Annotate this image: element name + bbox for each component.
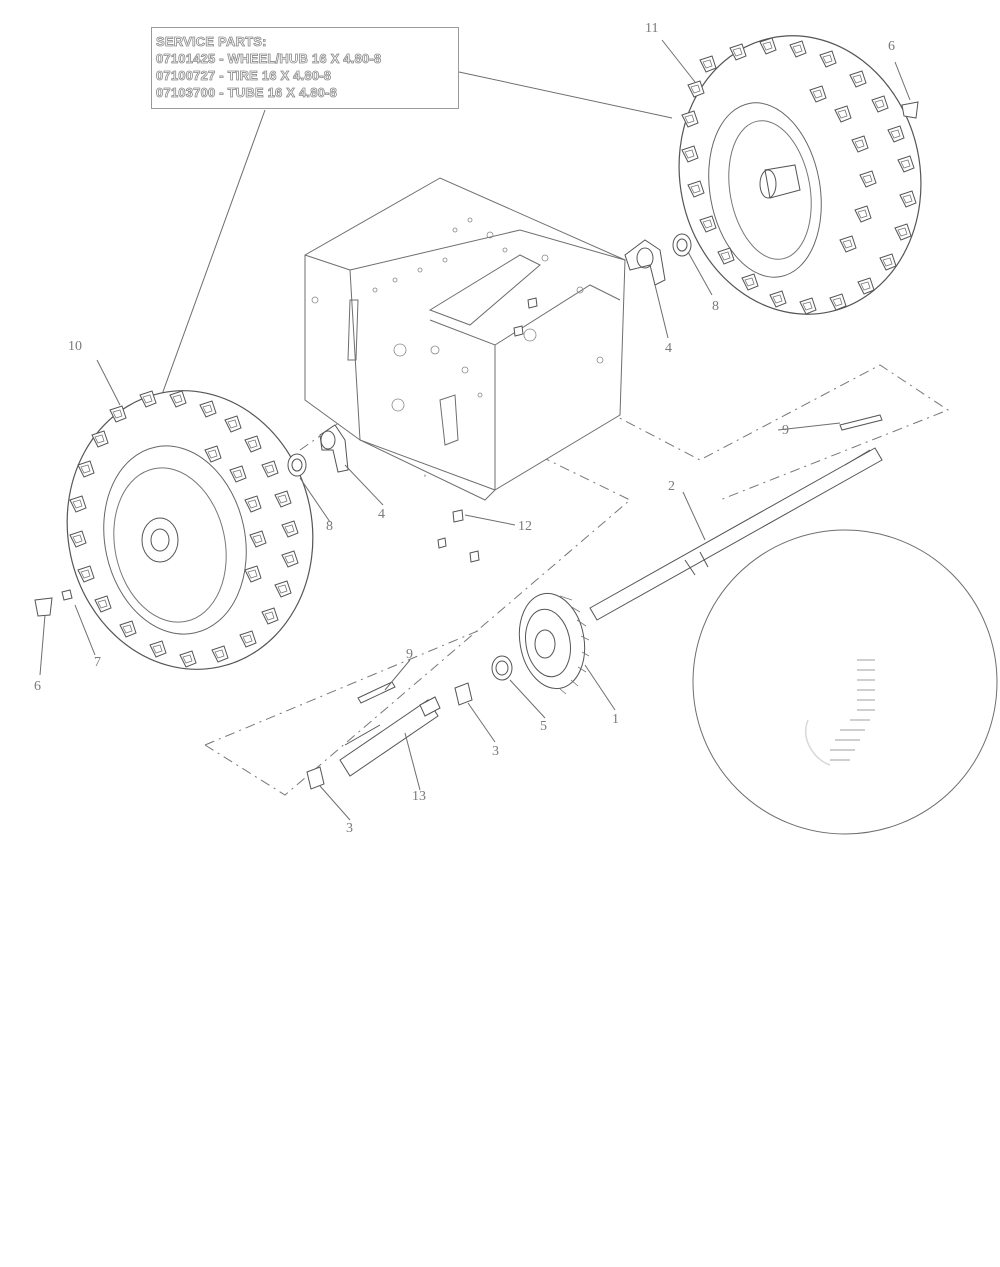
- service-part-wheel-hub: 07101425 - WHEEL/HUB 16 X 4.80-8: [156, 51, 382, 67]
- detail-view-circle: [692, 529, 998, 835]
- callout-7: 7: [94, 655, 101, 670]
- callout-1: 1: [612, 712, 619, 727]
- callout-4-right: 4: [665, 341, 672, 356]
- callout-13: 13: [412, 789, 426, 804]
- service-part-tire: 07100727 - TIRE 16 X 4.80-8: [156, 68, 332, 84]
- small-parts: [34, 101, 919, 790]
- callout-8-right: 8: [712, 299, 719, 314]
- callout-6-right: 6: [888, 39, 895, 54]
- service-parts-box: SERVICE PARTS: 07101425 - WHEEL/HUB 16 X…: [151, 27, 459, 109]
- callout-12: 12: [518, 519, 532, 534]
- left-wheel-10: [66, 390, 314, 670]
- callout-11: 11: [645, 21, 659, 36]
- dashed-assembly-lines: [204, 339, 950, 796]
- callout-2: 2: [668, 479, 675, 494]
- callout-6-left: 6: [34, 679, 41, 694]
- callout-10: 10: [68, 339, 82, 354]
- callout-8-left: 8: [326, 519, 333, 534]
- service-part-tube: 07103700 - TUBE 16 X 4.80-8: [156, 85, 338, 101]
- callout-9-left: 9: [406, 647, 413, 662]
- callout-3-lower: 3: [346, 821, 353, 836]
- callout-leaders: [39, 39, 911, 821]
- shaft-13: [339, 696, 441, 777]
- callout-5: 5: [540, 719, 547, 734]
- gear-1: [518, 592, 590, 695]
- service-parts-heading: SERVICE PARTS:: [156, 34, 267, 50]
- callout-4-left: 4: [378, 507, 385, 522]
- callout-9-right: 9: [782, 423, 789, 438]
- service-leader-lines: [159, 71, 673, 401]
- callout-3-upper: 3: [492, 744, 499, 759]
- right-wheel-11: [678, 35, 922, 315]
- axle-2: [589, 447, 883, 621]
- frame-housing: [304, 177, 626, 501]
